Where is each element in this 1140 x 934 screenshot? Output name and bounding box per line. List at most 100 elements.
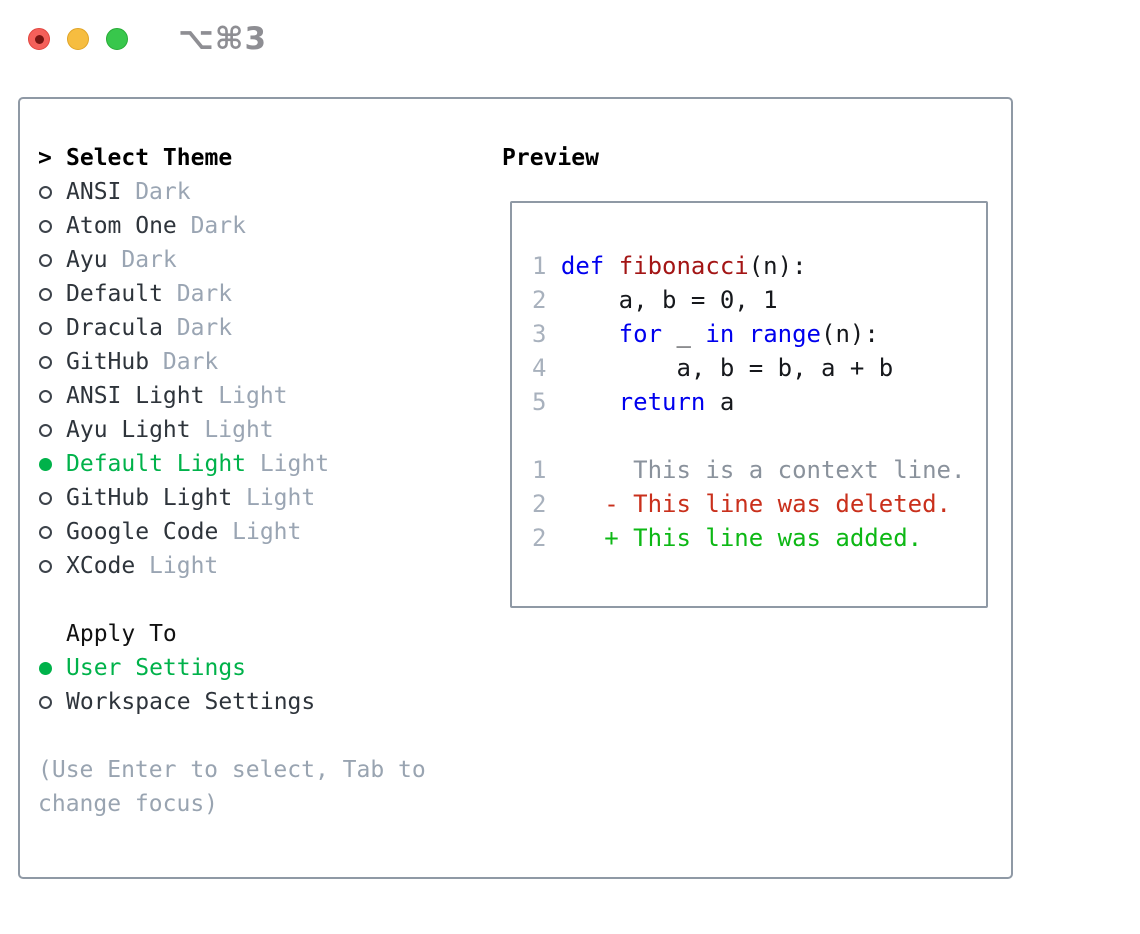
cursor-icon: >: [38, 145, 52, 171]
code-line: 1 def fibonacci(n):: [532, 249, 965, 283]
variant-tag: Dark: [162, 349, 219, 375]
theme-item-github-light[interactable]: GitHub Light Light: [38, 481, 490, 515]
radio-marker: [38, 661, 66, 675]
variant-tag: Light: [149, 553, 219, 579]
item-label: Workspace Settings: [66, 689, 316, 715]
radio-icon: [39, 185, 52, 199]
radio-selected-icon: [39, 457, 52, 471]
radio-marker: [38, 559, 66, 573]
variant-tag: Dark: [135, 179, 191, 205]
code-line: 3 for _ in range(n):: [532, 317, 965, 351]
radio-marker: [38, 457, 66, 471]
line-number: 1: [532, 252, 547, 280]
item-label: User Settings: [66, 655, 247, 681]
line-number: 4: [532, 354, 547, 382]
item-label: GitHub: [66, 349, 150, 375]
radio-icon: [39, 423, 52, 437]
code-text: a, b = 0, 1: [560, 286, 778, 314]
line-number: 3: [532, 320, 547, 348]
keyboard-shortcut-label: ⌥⌘3: [178, 21, 268, 57]
apply-to-option-user-settings[interactable]: User Settings: [38, 651, 490, 685]
line-number: 2: [532, 524, 547, 552]
radio-icon: [39, 321, 52, 335]
theme-item-ayu[interactable]: Ayu Dark: [38, 243, 490, 277]
radio-marker: [38, 695, 66, 709]
radio-icon: [39, 389, 52, 403]
item-label: Ayu Light: [66, 417, 191, 443]
cursor-marker: >: [38, 141, 66, 175]
apply-to-header: Apply To: [38, 617, 490, 651]
line-number: 1: [532, 456, 547, 484]
item-label: GitHub Light: [66, 485, 233, 511]
code-line: 5 return a: [532, 385, 965, 419]
code-text: - This line was deleted.: [560, 490, 952, 518]
theme-item-ansi-light[interactable]: ANSI Light Light: [38, 379, 490, 413]
variant-tag: Light: [218, 383, 288, 409]
zoom-button[interactable]: [106, 28, 128, 50]
radio-icon: [39, 253, 52, 267]
radio-marker: [38, 389, 66, 403]
item-label: Default: [66, 281, 163, 307]
theme-item-xcode[interactable]: XCode Light: [38, 549, 490, 583]
radio-icon: [39, 491, 52, 505]
code-line: 4 a, b = b, a + b: [532, 351, 965, 385]
code-text: This is a context line.: [560, 456, 966, 484]
code-line: 2 a, b = 0, 1: [532, 283, 965, 317]
apply-to-title: Apply To: [66, 621, 177, 647]
preview-title: Preview: [502, 145, 599, 171]
select-theme-title: Select Theme: [66, 145, 233, 171]
code-text: + This line was added.: [560, 524, 923, 552]
radio-icon: [39, 355, 52, 369]
variant-tag: Light: [232, 519, 302, 545]
variant-tag: Light: [245, 485, 316, 511]
variant-tag: Dark: [176, 281, 233, 307]
radio-icon: [39, 219, 52, 233]
item-label: Ayu: [66, 247, 108, 273]
theme-item-dracula[interactable]: Dracula Dark: [38, 311, 490, 345]
radio-selected-icon: [39, 661, 52, 675]
theme-item-github[interactable]: GitHub Dark: [38, 345, 490, 379]
radio-marker: [38, 321, 66, 335]
radio-marker: [38, 253, 66, 267]
apply-to-option-workspace-settings[interactable]: Workspace Settings: [38, 685, 490, 719]
radio-marker: [38, 423, 66, 437]
titlebar: ⌥⌘3: [28, 21, 268, 57]
minimize-button[interactable]: [67, 28, 89, 50]
select-theme-header: > Select Theme: [38, 141, 490, 175]
code-text: for _ in range(n):: [618, 320, 879, 348]
code-text: def fibonacci(n):: [560, 252, 807, 280]
close-button[interactable]: [28, 28, 50, 50]
item-label: Atom One: [66, 213, 177, 239]
spacer: [38, 583, 490, 617]
item-label: XCode: [66, 553, 136, 579]
variant-tag: Dark: [176, 315, 233, 341]
variant-tag: Dark: [190, 213, 246, 239]
variant-tag: Light: [259, 451, 330, 477]
close-modified-dot-icon: [34, 34, 44, 44]
theme-item-ansi[interactable]: ANSI Dark: [38, 175, 490, 209]
variant-tag: Dark: [121, 247, 177, 273]
radio-marker: [38, 491, 66, 505]
radio-icon: [39, 695, 52, 709]
line-number: 5: [532, 388, 547, 416]
line-number: 2: [532, 490, 547, 518]
code-line: 2 - This line was deleted.: [532, 487, 965, 521]
item-label: ANSI: [66, 179, 122, 205]
radio-icon: [39, 287, 52, 301]
item-label: Dracula: [66, 315, 163, 341]
theme-item-default[interactable]: Default Dark: [38, 277, 490, 311]
item-label: Google Code: [66, 519, 219, 545]
theme-item-atom-one[interactable]: Atom One Dark: [38, 209, 490, 243]
radio-icon: [39, 525, 52, 539]
code-line: [532, 419, 965, 453]
code-text: return a: [618, 388, 735, 416]
radio-marker: [38, 287, 66, 301]
radio-marker: [38, 185, 66, 199]
theme-item-google-code[interactable]: Google Code Light: [38, 515, 490, 549]
item-label: ANSI Light: [66, 383, 205, 409]
